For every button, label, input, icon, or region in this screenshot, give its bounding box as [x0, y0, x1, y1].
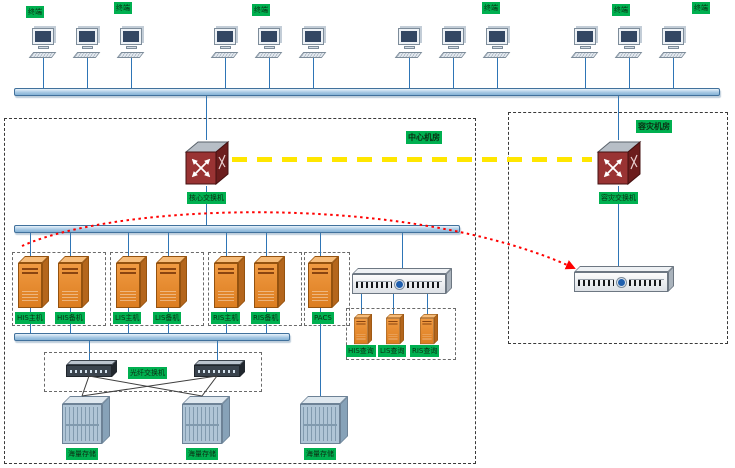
terminal-tag: 终端	[114, 2, 132, 14]
connection-line	[226, 233, 227, 256]
his-query-server-icon	[354, 314, 373, 345]
server-label: LIS主机	[113, 312, 142, 324]
connection-line	[30, 233, 31, 256]
fiber-switch-label: 光纤交换机	[128, 367, 167, 379]
workstation-icon	[394, 26, 424, 62]
server-label: LIS备机	[153, 312, 182, 324]
fiber-switch-icon	[66, 360, 118, 377]
dr-switch-label: 容灾交换机	[599, 192, 638, 204]
dr-switch-icon	[596, 140, 642, 186]
server-label: HIS备机	[55, 312, 85, 324]
connection-line	[629, 58, 630, 89]
connection-line	[206, 96, 207, 140]
dr-room-label: 容灾机房	[636, 120, 672, 133]
connection-line	[320, 233, 321, 256]
workstation-icon	[614, 26, 644, 62]
server-label: HIS主机	[15, 312, 45, 324]
inter-site-link-line	[232, 157, 592, 162]
server-bus	[14, 225, 460, 233]
connection-line	[89, 341, 90, 360]
rack-server-icon	[352, 268, 453, 294]
connection-line	[87, 58, 88, 89]
terminal-tag: 终端	[692, 2, 710, 14]
workstation-icon	[298, 26, 328, 62]
core-switch-icon	[184, 140, 230, 186]
terminal-tag: 终端	[26, 6, 44, 18]
vendor-badge-icon	[394, 279, 404, 289]
connection-line	[402, 233, 403, 268]
terminal-tag: 终端	[252, 4, 270, 16]
storage-label: 海量存储	[304, 448, 336, 460]
lis-standby-server-icon	[156, 256, 188, 308]
connection-line	[618, 186, 619, 266]
main-room-label: 中心机房	[406, 131, 442, 144]
his-standby-server-icon	[58, 256, 90, 308]
ris-standby-server-icon	[254, 256, 286, 308]
storage-array-icon	[182, 396, 232, 444]
query-server-label: LIS查询	[378, 345, 407, 357]
connection-line	[131, 58, 132, 89]
pacs-server-icon	[308, 256, 340, 308]
server-label: PACS	[312, 312, 334, 324]
connection-line	[168, 233, 169, 256]
connection-line	[225, 58, 226, 89]
lis-primary-server-icon	[116, 256, 148, 308]
terminal-tag: 终端	[482, 2, 500, 14]
connection-line	[206, 186, 207, 225]
connection-line	[217, 341, 218, 360]
connection-line	[43, 58, 44, 89]
query-server-label: RIS查询	[410, 345, 440, 357]
connection-line	[585, 58, 586, 89]
query-server-group	[346, 308, 456, 360]
ris-query-server-icon	[420, 314, 439, 345]
workstation-icon	[72, 26, 102, 62]
storage-label: 海量存储	[186, 448, 218, 460]
connection-line	[427, 294, 428, 314]
his-primary-server-icon	[18, 256, 50, 308]
connection-line	[618, 96, 619, 140]
connection-line	[393, 294, 394, 314]
pacs-storage-line	[320, 307, 321, 397]
lis-query-server-icon	[386, 314, 405, 345]
workstation-icon	[28, 26, 58, 62]
workstation-icon	[116, 26, 146, 62]
vendor-badge-icon	[616, 277, 626, 287]
dr-rack-server-icon	[574, 266, 675, 292]
connection-line	[266, 233, 267, 256]
connection-line	[497, 58, 498, 89]
workstation-icon	[658, 26, 688, 62]
workstation-icon	[254, 26, 284, 62]
connection-line	[453, 58, 454, 89]
connection-line	[409, 58, 410, 89]
workstation-icon	[570, 26, 600, 62]
server-label: RIS备机	[251, 312, 281, 324]
connection-line	[70, 233, 71, 256]
terminal-tag: 终端	[612, 4, 630, 16]
server-label: RIS主机	[211, 312, 241, 324]
storage-label: 海量存储	[66, 448, 98, 460]
connection-line	[128, 233, 129, 256]
storage-array-icon	[300, 396, 350, 444]
storage-array-icon	[62, 396, 112, 444]
connection-line	[361, 294, 362, 314]
storage-bus	[14, 333, 290, 341]
workstation-icon	[210, 26, 240, 62]
connection-line	[673, 58, 674, 89]
connection-line	[269, 58, 270, 89]
ris-primary-server-icon	[214, 256, 246, 308]
workstation-icon	[482, 26, 512, 62]
fiber-switch-icon	[194, 360, 246, 377]
workstation-icon	[438, 26, 468, 62]
main-room-zone	[4, 118, 476, 464]
backbone-bus	[14, 88, 720, 96]
connection-line	[313, 58, 314, 89]
core-switch-label: 核心交换机	[187, 192, 226, 204]
query-server-label: HIS查询	[346, 345, 376, 357]
